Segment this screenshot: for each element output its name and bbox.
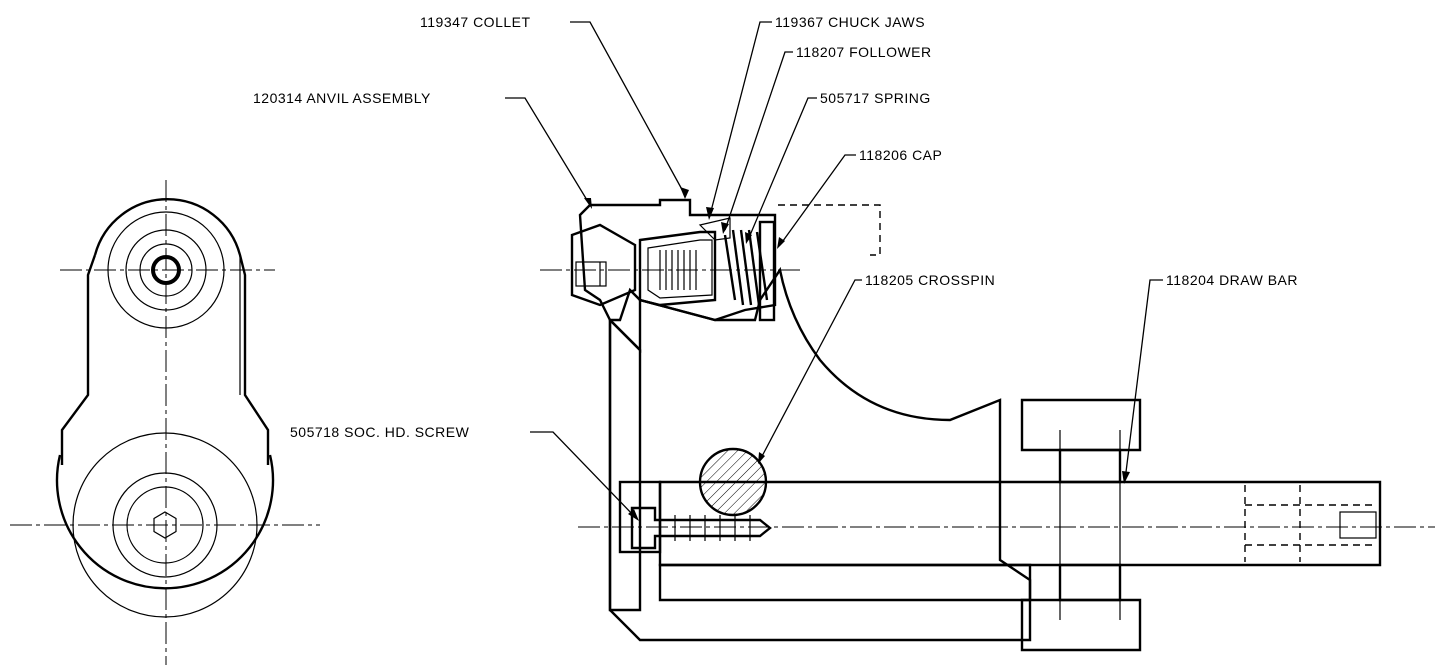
end-view	[10, 180, 320, 665]
leader-lines	[505, 21, 1163, 521]
label-follower: 118207 FOLLOWER	[796, 44, 932, 60]
label-draw-bar: 118204 DRAW BAR	[1166, 272, 1298, 288]
label-soc-hd-screw: 505718 SOC. HD. SCREW	[290, 424, 470, 440]
spring-coils	[723, 229, 769, 306]
label-anvil-assembly: 120314 ANVIL ASSEMBLY	[253, 90, 431, 106]
label-cap: 118206 CAP	[859, 147, 942, 163]
callout-labels: 119347 COLLET 119367 CHUCK JAWS 118207 F…	[253, 14, 1298, 440]
label-collet: 119347 COLLET	[420, 14, 531, 30]
crosspin-circle	[698, 447, 768, 517]
draw-bar	[658, 480, 1382, 567]
label-crosspin: 118205 CROSSPIN	[865, 272, 995, 288]
label-spring: 505717 SPRING	[820, 90, 931, 106]
anvil-body	[608, 266, 1032, 642]
section-view	[540, 198, 1435, 652]
screw-threads	[674, 515, 751, 541]
label-chuck-jaws: 119367 CHUCK JAWS	[775, 14, 925, 30]
